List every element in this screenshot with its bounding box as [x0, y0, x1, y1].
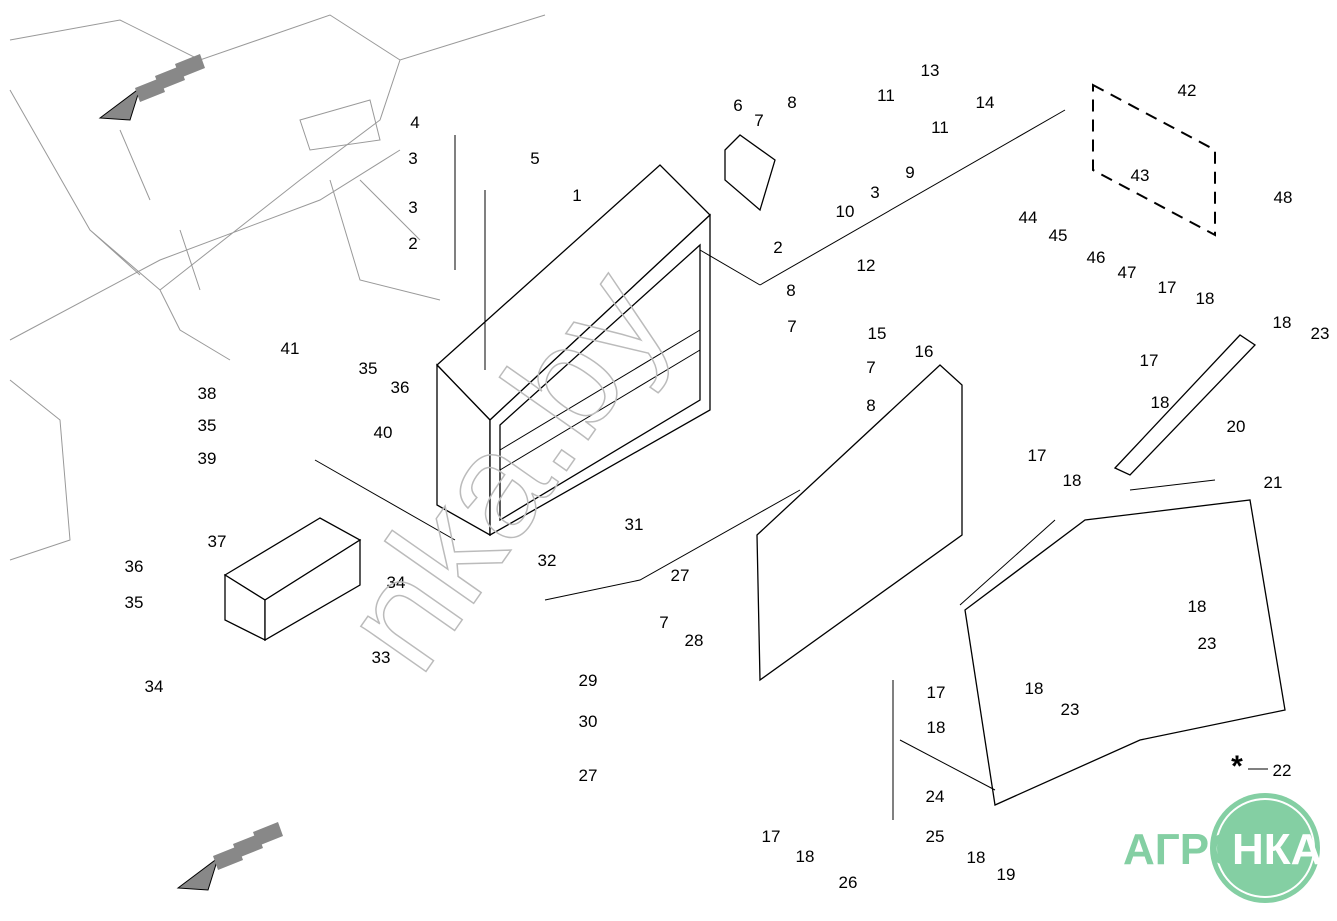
- machine-frame-background: [9, 14, 546, 561]
- part-number-label: 5: [530, 149, 539, 168]
- agronka-logo: АГРО НКА: [1123, 793, 1322, 903]
- part-number-label: 7: [659, 613, 668, 632]
- part-number-label: 18: [967, 848, 986, 867]
- part-number-label: 18: [1273, 313, 1292, 332]
- part-number-label: 35: [359, 359, 378, 378]
- part-number-label: 23: [1061, 700, 1080, 719]
- part-number-label: 6: [733, 96, 742, 115]
- part-number-label: 32: [538, 551, 557, 570]
- part-number-label: 42: [1178, 81, 1197, 100]
- fender-panel: [964, 499, 1286, 806]
- part-number-label: 14: [976, 93, 995, 112]
- part-number-label: 40: [374, 423, 393, 442]
- part-number-label: 24: [926, 787, 945, 806]
- part-number-label: 23: [1311, 324, 1330, 343]
- part-number-label: 47: [1118, 263, 1137, 282]
- part-number-label: 23: [1198, 634, 1217, 653]
- part-number-label: 33: [372, 648, 391, 667]
- part-number-label: 8: [787, 93, 796, 112]
- logo-right-text: НКА: [1232, 825, 1322, 874]
- part-number-label: 15: [868, 324, 887, 343]
- part-number-label: 7: [787, 317, 796, 336]
- part-number-label: 26: [839, 873, 858, 892]
- part-number-label: 3: [408, 149, 417, 168]
- part-number-label: 18: [927, 718, 946, 737]
- part-number-label: 17: [1140, 351, 1159, 370]
- part-number-label: 18: [1151, 393, 1170, 412]
- part-number-label: 36: [391, 378, 410, 397]
- part-number-label: 18: [1025, 679, 1044, 698]
- part-number-label: 37: [208, 532, 227, 551]
- part-number-label: 7: [754, 111, 763, 130]
- part-number-label: 9: [905, 163, 914, 182]
- part-number-label: 31: [625, 515, 644, 534]
- part-number-label: 41: [281, 339, 300, 358]
- part-number-label: 29: [579, 671, 598, 690]
- part-number-label: 8: [786, 281, 795, 300]
- part-number-label: 3: [870, 183, 879, 202]
- part-number-label: 30: [579, 712, 598, 731]
- note-label: 22: [1273, 761, 1292, 780]
- part-number-label: 4: [410, 113, 419, 132]
- part-number-label: 27: [579, 766, 598, 785]
- battery-box: [436, 164, 711, 537]
- part-number-label: 11: [877, 86, 895, 105]
- assembly-lines: [314, 109, 1216, 820]
- part-number-label: 21: [1264, 473, 1283, 492]
- part-number-label: 17: [1028, 446, 1047, 465]
- part-number-label: 18: [1063, 471, 1082, 490]
- dashed-outline: [1092, 83, 1216, 237]
- part-number-label: 27: [671, 566, 690, 585]
- part-number-label: 2: [773, 238, 782, 257]
- part-number-label: 3: [408, 198, 417, 217]
- direction-arrow-top: [98, 54, 205, 121]
- part-number-label: 8: [866, 396, 875, 415]
- support-bracket: [1113, 334, 1257, 476]
- part-number-label: 10: [836, 202, 855, 221]
- part-number-label: 16: [915, 342, 934, 361]
- part-number-label: 1: [572, 186, 581, 205]
- part-number-label: 38: [198, 384, 217, 403]
- part-number-label: 17: [762, 827, 781, 846]
- note-22: * 22: [1231, 750, 1291, 783]
- asterisk-symbol: *: [1231, 750, 1243, 783]
- part-number-label: 18: [796, 847, 815, 866]
- part-number-label: 35: [125, 593, 144, 612]
- part-number-label: 13: [921, 61, 940, 80]
- part-number-label: 19: [997, 865, 1016, 884]
- part-number-label: 18: [1188, 597, 1207, 616]
- part-number-label: 17: [1158, 278, 1177, 297]
- part-number-label: 12: [857, 256, 876, 275]
- mounting-plate: [724, 134, 776, 212]
- logo-left-text: АГРО: [1123, 825, 1243, 874]
- battery: [223, 517, 362, 642]
- part-number-label: 45: [1049, 226, 1068, 245]
- part-number-label: 18: [1196, 289, 1215, 308]
- part-number-label: 25: [926, 827, 945, 846]
- part-number-label: 46: [1087, 248, 1106, 267]
- part-number-label: 48: [1274, 188, 1293, 207]
- part-number-label: 20: [1227, 417, 1246, 436]
- part-number-label: 34: [145, 677, 164, 696]
- part-number-label: 28: [685, 631, 704, 650]
- box-door: [756, 364, 963, 682]
- direction-arrow-bottom: [176, 822, 283, 891]
- part-number-label: 17: [927, 683, 946, 702]
- part-number-label: 43: [1131, 166, 1150, 185]
- part-number-label: 2: [408, 234, 417, 253]
- part-number-label: 44: [1019, 208, 1038, 227]
- part-number-label: 7: [866, 358, 875, 377]
- part-number-label: 35: [198, 416, 217, 435]
- part-number-label: 39: [198, 449, 217, 468]
- part-number-label: 11: [931, 118, 949, 137]
- part-number-label: 36: [125, 557, 144, 576]
- part-number-label: 34: [387, 573, 406, 592]
